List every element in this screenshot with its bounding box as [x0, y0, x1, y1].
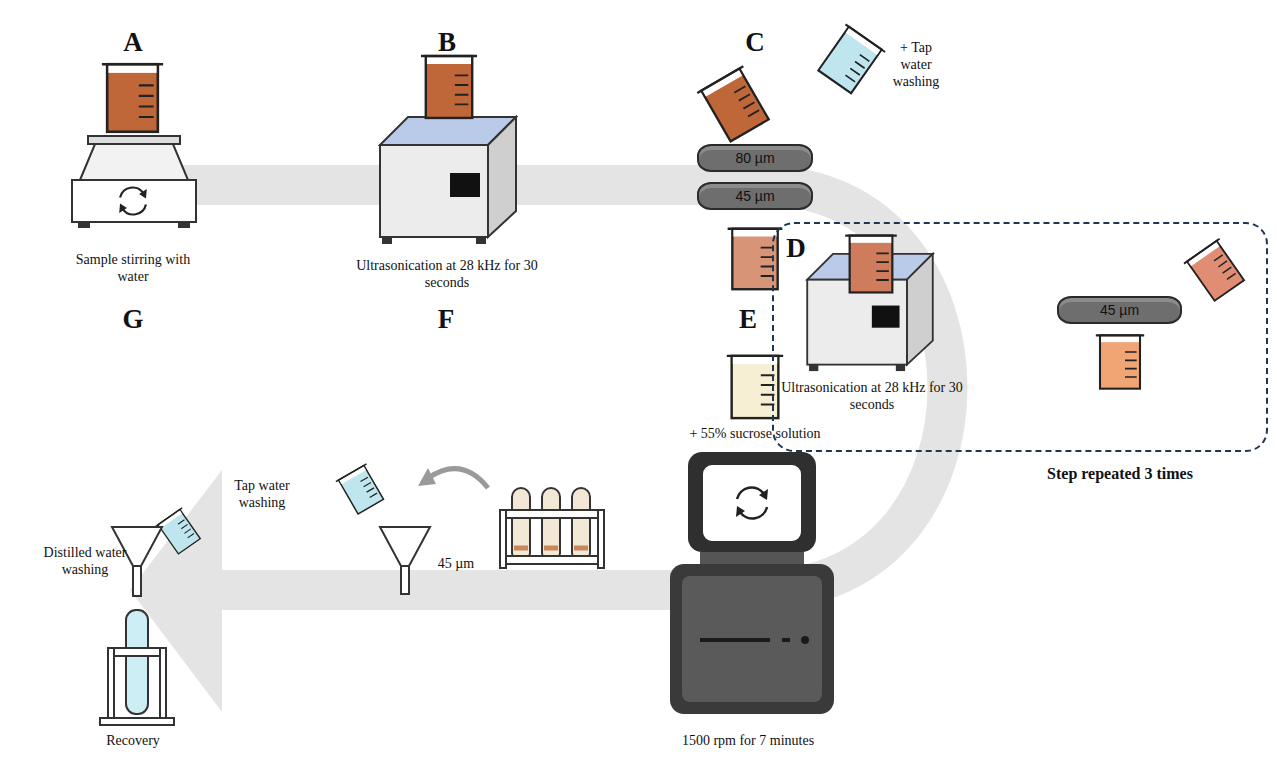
step-letter: G — [111, 305, 155, 335]
step-letter: A — [111, 28, 155, 58]
step-letter: F — [424, 305, 468, 335]
step-caption: Ultrasonication at 28 kHz for 30 seconds — [347, 258, 547, 292]
step-note: Tap water washing — [222, 478, 302, 512]
step-note: Distilled water washing — [35, 545, 135, 579]
sieve-disk: 80 µm — [697, 144, 813, 172]
step-note: + Tap water washing — [884, 40, 948, 90]
mesh-size: 45 µm — [431, 556, 481, 573]
mesh-size: 45 µm — [1100, 302, 1139, 319]
sieve-disk: 45 µm — [697, 182, 813, 210]
step-caption: 1500 rpm for 7 minutes — [638, 733, 858, 750]
step-caption: Sample stirring with water — [68, 252, 198, 286]
mesh-size: 80 µm — [735, 150, 774, 167]
step-letter: C — [733, 28, 777, 58]
step-note: + 55% sucrose solution — [645, 426, 865, 443]
step-caption: Ultrasonication at 28 kHz for 30 seconds — [777, 380, 967, 414]
repeat-group: D Ultrasonication at 28 kHz for 30 second… — [772, 222, 1268, 452]
sieve-disk: 45 µm — [1057, 296, 1182, 324]
step-letter: D — [776, 234, 816, 264]
step-caption: Step repeated 3 times — [1030, 464, 1210, 483]
step-letter: B — [425, 28, 469, 58]
step-caption: Recovery — [83, 733, 183, 750]
step-letter: E — [726, 305, 770, 335]
mesh-size: 45 µm — [735, 188, 774, 205]
